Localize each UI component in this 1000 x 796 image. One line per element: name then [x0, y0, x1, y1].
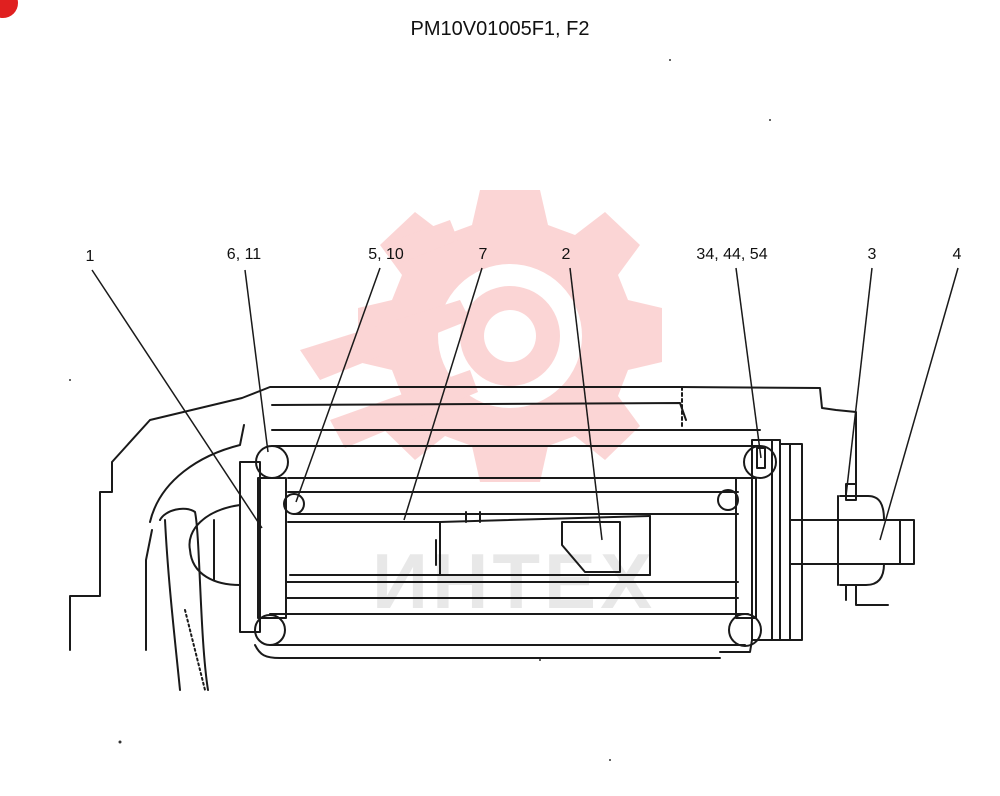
spool-body: [287, 521, 441, 576]
leader-3: [845, 267, 873, 497]
leader-4: [879, 267, 959, 541]
small-right-roller: [717, 489, 739, 511]
cone-element: [561, 521, 621, 573]
label-part-34-44-54: 34, 44, 54: [696, 246, 768, 263]
leader-34-44-54: [735, 267, 762, 459]
leader-1: [91, 269, 263, 529]
corner-badge-icon: [0, 0, 18, 18]
housing-left-edge: [145, 529, 153, 651]
output-shaft: [789, 519, 915, 565]
right-bearing-block: [735, 477, 757, 619]
coupling-flange: [839, 495, 885, 586]
left-flange-curve: [159, 507, 209, 691]
left-end-plate: [239, 461, 261, 633]
leader-7: [403, 267, 483, 521]
leader-6-11: [244, 269, 269, 453]
label-part-2: 2: [561, 246, 571, 263]
label-part-3: 3: [867, 246, 877, 263]
housing-left-curve: [149, 424, 245, 523]
housing-outline: [69, 386, 857, 651]
left-bearing-block: [257, 477, 287, 619]
housing-inner-outline: [271, 402, 687, 421]
label-part-4: 4: [952, 246, 962, 263]
drawing-title: PM10V01005F1, F2: [410, 18, 590, 40]
label-part-6-11: 6, 11: [226, 246, 262, 263]
label-part-7: 7: [478, 246, 488, 263]
label-part-5-10: 5, 10: [368, 246, 404, 263]
leader-5-10: [295, 267, 381, 503]
left-hub-dome: [188, 504, 241, 586]
leader-2: [569, 267, 603, 541]
seal-34-44-54: [756, 447, 766, 469]
label-part-1: 1: [85, 248, 95, 265]
